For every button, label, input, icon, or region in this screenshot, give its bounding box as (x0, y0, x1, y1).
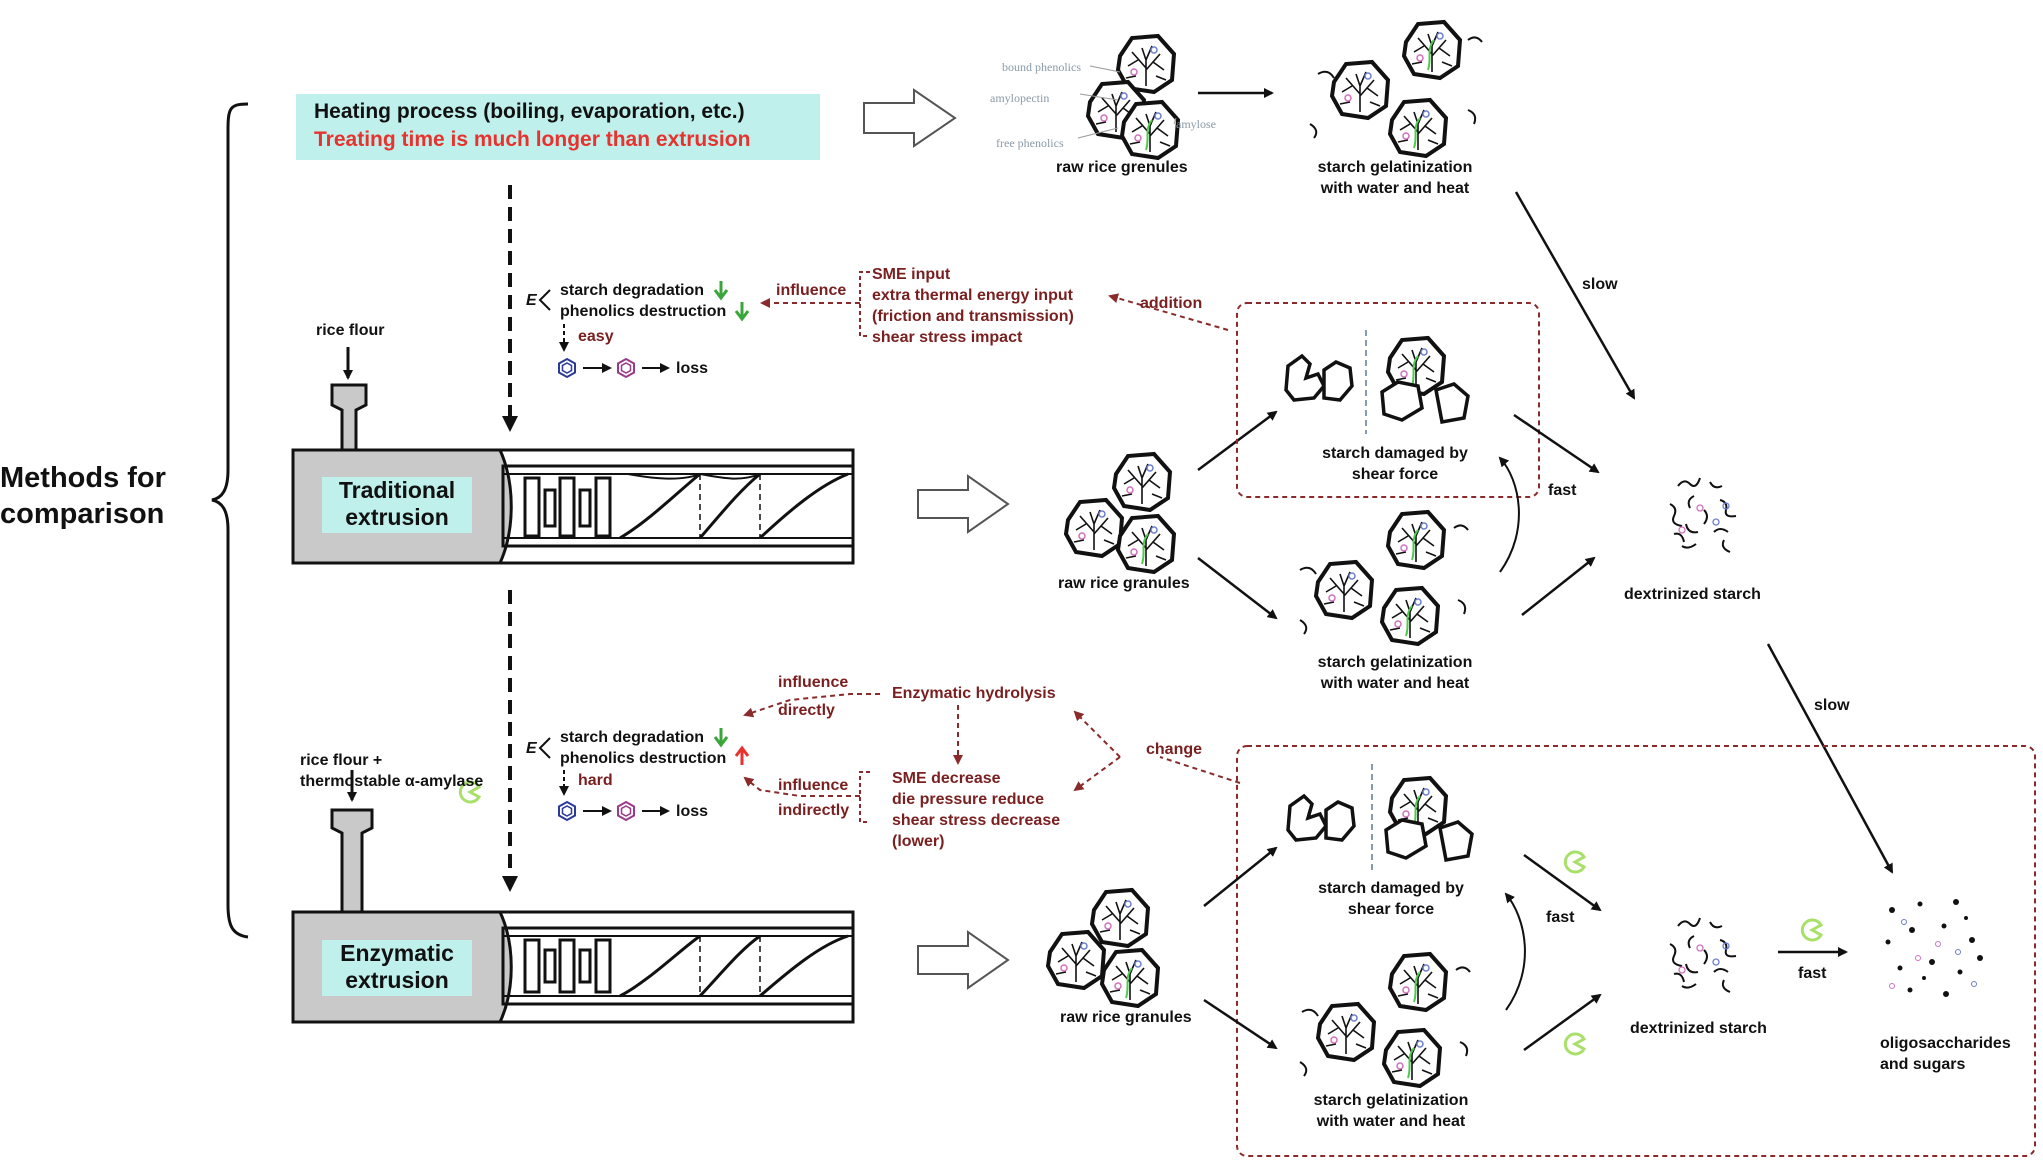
raw-grenules-label: raw rice grenules (1056, 159, 1188, 176)
damaged-granules (1286, 764, 1474, 872)
trad-cause-3: (friction and transmission) (872, 308, 1074, 325)
up-arrow-red-icon (734, 745, 750, 765)
trad-phenolics-destruction: phenolics destruction (560, 303, 727, 320)
hollow-arrow-icon (863, 88, 957, 148)
trad-cause-2: extra thermal energy input (872, 287, 1073, 304)
enz-fast-label: fast (1546, 909, 1575, 926)
enz-influence-directly-1: influence (778, 674, 849, 691)
trad-dextrinized-label: dextrinized starch (1624, 586, 1761, 603)
enz-phenolics-destruction: phenolics destruction (560, 750, 727, 767)
methods-label-line1: Methods for (0, 462, 166, 494)
pacman-enzyme-icon (1563, 850, 1586, 874)
enz-change: change (1146, 741, 1203, 758)
methods-label-line2: comparison (0, 498, 165, 530)
trad-fast-label: fast (1548, 482, 1577, 499)
enz-influence-directly-2: directly (778, 702, 835, 719)
trad-addition: addition (1140, 295, 1203, 312)
hollow-arrow-icon (917, 930, 1010, 990)
hollow-arrow-icon (917, 474, 1010, 534)
enz-raw-granules-label: raw rice granules (1060, 1009, 1192, 1026)
pacman-enzyme-icon (1563, 1032, 1586, 1056)
hopper-icon (330, 383, 368, 452)
granule-cluster (1046, 888, 1158, 1006)
dextrin-icon (1669, 917, 1737, 993)
sugar-dots (1885, 899, 1983, 997)
hopper-icon (330, 808, 374, 914)
traditional-feed-label: rice flour (316, 322, 385, 339)
enzymatic-feed-label-1: rice flour + (300, 752, 383, 769)
enzymatic-box (1236, 745, 2036, 1157)
enz-starch-degradation: starch degradation (560, 729, 705, 746)
down-arrow-green-icon (713, 728, 729, 748)
enz-ease: hard (578, 772, 613, 789)
enz-dextrinized-label: dextrinized starch (1630, 1020, 1767, 1037)
hexagon-phenolic-icon (558, 801, 576, 821)
enzymatic-feed-label-2: thermostable α-amylase (300, 773, 484, 790)
granule-cluster (1299, 954, 1471, 1086)
heating-process-box (296, 94, 820, 160)
trad-influence: influence (776, 282, 847, 299)
e-bracket-icon (538, 737, 551, 759)
heating-line1: Heating process (boiling, evaporation, e… (314, 100, 745, 123)
brace-icon (211, 102, 249, 939)
e-symbol: E (526, 292, 537, 309)
hexagon-phenolic-icon (558, 358, 576, 378)
enz-fast-label-2: fast (1798, 965, 1827, 982)
amylose-label: amylose (1176, 117, 1216, 131)
screw-extruder-icon (291, 770, 855, 1024)
granule-cluster (1299, 512, 1469, 644)
granule-cluster (1064, 452, 1174, 572)
pacman-enzyme-icon (1800, 918, 1823, 942)
trad-ease: easy (578, 328, 614, 345)
hexagon-phenolic-icon (617, 801, 635, 821)
bound-phenolics-label: bound phenolics (1002, 60, 1081, 74)
enz-hydrolysis: Enzymatic hydrolysis (892, 685, 1056, 702)
enz-cause-3: shear stress decrease (892, 812, 1061, 829)
e-symbol: E (526, 740, 537, 757)
e-bracket-icon (538, 289, 551, 311)
trad-raw-granules-label: raw rice granules (1058, 575, 1190, 592)
down-arrow-green-icon (713, 281, 729, 301)
trad-loss: loss (676, 360, 709, 377)
enz-cause-2: die pressure reduce (892, 791, 1045, 808)
amylopectin-label: amylopectin (990, 91, 1050, 105)
free-phenolics-label: free phenolics (996, 136, 1064, 150)
down-arrow-green-icon (734, 302, 750, 322)
slow-label: slow (1582, 276, 1618, 293)
enz-cause-4: (lower) (892, 833, 945, 850)
trad-cause-1: SME input (872, 266, 951, 283)
damaged-granules (1284, 330, 1470, 434)
enz-loss: loss (676, 803, 709, 820)
granule-cluster (1309, 22, 1483, 156)
dextrin-icon (1669, 477, 1737, 553)
screw-extruder-icon (291, 347, 855, 565)
slow-label-2: slow (1814, 697, 1850, 714)
enz-influence-indirectly-2: indirectly (778, 802, 850, 819)
trad-starch-degradation: starch degradation (560, 282, 705, 299)
trad-cause-4: shear stress impact (872, 329, 1023, 346)
heating-line2: Treating time is much longer than extrus… (314, 128, 751, 151)
hexagon-phenolic-icon (617, 358, 635, 378)
enz-influence-indirectly-1: influence (778, 777, 849, 794)
enz-cause-1: SME decrease (892, 770, 1001, 787)
